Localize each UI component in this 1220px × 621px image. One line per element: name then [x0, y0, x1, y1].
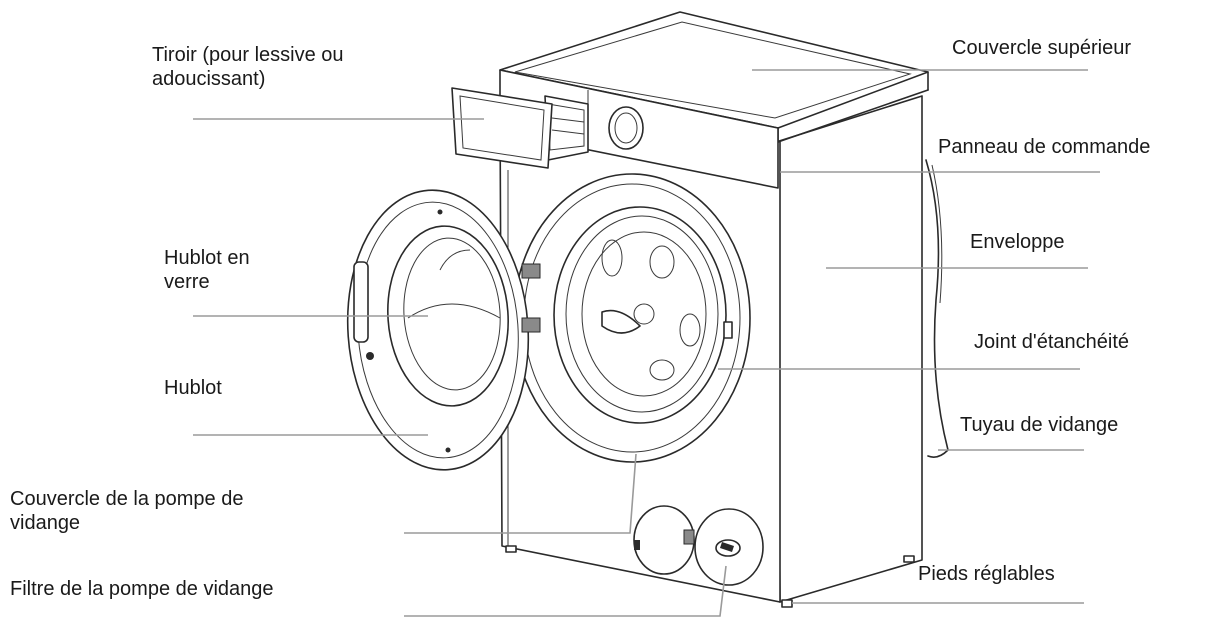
- label-pump-cover-line2: vidange: [10, 512, 81, 534]
- leader-pump-filter: [404, 565, 727, 617]
- label-glass-porthole-line1: Hublot en: [164, 247, 250, 269]
- detergent-drawer: [451, 87, 589, 169]
- drain-pump: [633, 505, 764, 586]
- label-pump-cover: Couvercle de la pompe de vidange: [10, 487, 243, 535]
- glass-porthole: [387, 225, 509, 407]
- top-cover: [499, 11, 929, 143]
- control-panel: [499, 69, 779, 189]
- label-drawer-line1: Tiroir (pour lessive ou: [152, 44, 344, 66]
- feet: [505, 545, 915, 608]
- label-seal: Joint d'étanchéité: [974, 331, 1130, 353]
- drain-hose: [925, 159, 949, 458]
- label-control-panel: Panneau de commande: [938, 136, 1151, 158]
- door-opening: [513, 173, 751, 463]
- label-pump-filter: Filtre de la pompe de vidange: [10, 578, 274, 600]
- label-glass-porthole-line2: verre: [164, 271, 210, 293]
- door-seal: [553, 206, 727, 424]
- drum: [581, 231, 707, 397]
- program-knob: [608, 106, 644, 150]
- label-glass-porthole: Hublot en verre: [164, 246, 250, 294]
- label-casing: Enveloppe: [970, 231, 1065, 253]
- label-adjustable-feet: Pieds réglables: [918, 563, 1055, 585]
- label-pump-cover-line1: Couvercle de la pompe de: [10, 488, 244, 510]
- label-drawer: Tiroir (pour lessive ou adoucissant): [152, 43, 344, 91]
- leader-pump-cover: [404, 453, 637, 534]
- label-top-cover: Couvercle supérieur: [952, 37, 1131, 59]
- label-porthole: Hublot: [164, 377, 222, 399]
- label-drawer-line2: adoucissant): [152, 68, 266, 90]
- open-door: [346, 189, 541, 471]
- label-drain-hose: Tuyau de vidange: [960, 414, 1119, 436]
